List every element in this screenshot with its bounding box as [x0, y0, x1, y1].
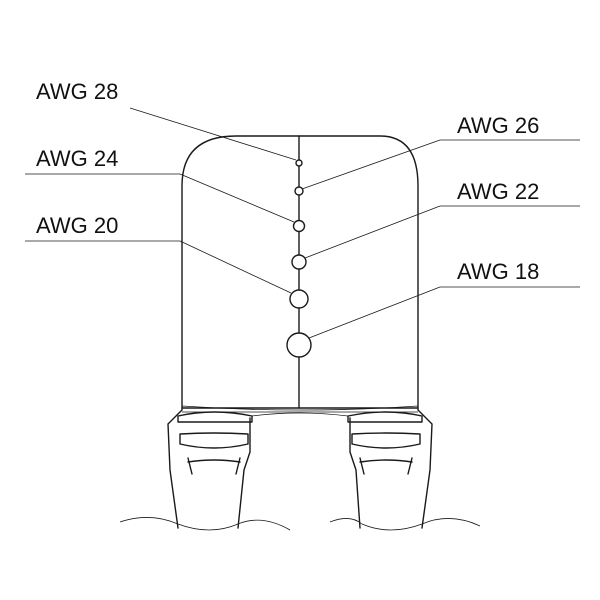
hole-awg22 — [291, 254, 307, 270]
right-handle-inner — [349, 417, 361, 529]
jaw-head-outline — [181, 135, 419, 409]
leader-awg28 — [129, 107, 297, 161]
right-handle-top — [347, 411, 423, 423]
label-awg26: AWG 26 — [457, 113, 539, 138]
left-handle-inner — [237, 417, 251, 529]
label-awg18: AWG 18 — [457, 259, 539, 284]
pivot-gap — [251, 412, 349, 417]
leader-awg24-diag — [179, 173, 295, 223]
label-awg20: AWG 20 — [36, 213, 118, 238]
hole-awg20 — [289, 289, 309, 309]
leader-awg18 — [308, 286, 441, 339]
label-awg24: AWG 24 — [36, 146, 118, 171]
left-handle-outline — [167, 407, 183, 529]
hole-awg26 — [294, 186, 304, 196]
hole-awg28 — [295, 159, 303, 167]
right-break-line — [329, 518, 481, 531]
left-break-line — [119, 517, 291, 531]
leader-awg26 — [301, 139, 441, 190]
label-awg22: AWG 22 — [457, 179, 539, 204]
left-handle-notch — [187, 457, 241, 475]
hole-awg18 — [286, 332, 312, 358]
pivot-band-arc — [181, 405, 419, 411]
leader-awg20-diag — [179, 240, 292, 294]
left-handle-top — [177, 411, 253, 423]
leader-awg22 — [304, 205, 441, 259]
left-handle-collar — [179, 432, 249, 449]
right-handle-notch — [359, 457, 413, 475]
label-awg28: AWG 28 — [36, 79, 118, 104]
right-handle-collar — [351, 432, 421, 449]
hole-awg24 — [292, 219, 306, 233]
right-handle-outline — [417, 407, 433, 529]
